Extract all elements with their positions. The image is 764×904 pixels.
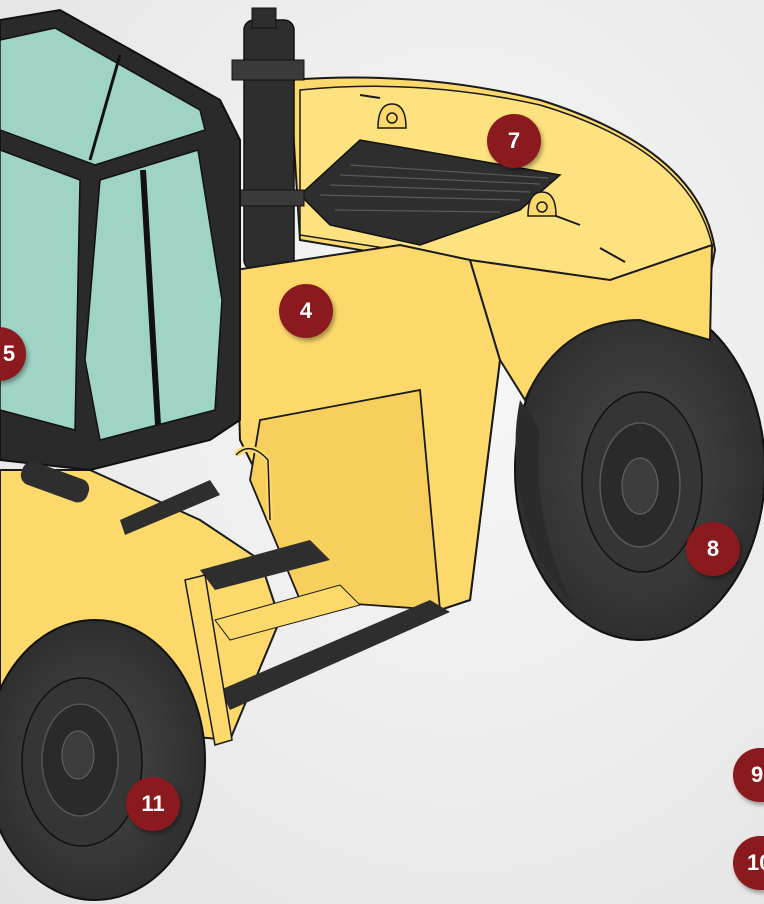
callout-11[interactable]: 11 bbox=[126, 777, 180, 831]
callout-5-label: 5 bbox=[2, 341, 16, 366]
step-box bbox=[249, 388, 441, 611]
access-steps bbox=[120, 480, 450, 710]
callout-11-label: 11 bbox=[141, 791, 165, 816]
callout-4-label: 4 bbox=[299, 298, 313, 323]
exhaust-stack bbox=[243, 19, 295, 271]
callout-10-label: 10 bbox=[747, 850, 764, 875]
callout-8-label: 8 bbox=[706, 536, 720, 561]
callout-7-label: 7 bbox=[507, 128, 521, 153]
callout-4[interactable]: 4 bbox=[279, 284, 333, 338]
rear-fender bbox=[468, 243, 714, 403]
cab-side-glass bbox=[0, 149, 81, 431]
cab-windshield bbox=[0, 27, 206, 166]
callout-9-label: 9 bbox=[751, 762, 764, 787]
ladder-post bbox=[184, 574, 233, 746]
callout-8[interactable]: 8 bbox=[686, 522, 740, 576]
lifting-eye-right bbox=[527, 191, 557, 217]
lifting-eye-left bbox=[377, 103, 407, 129]
callout-10[interactable]: 10 bbox=[733, 836, 764, 890]
front-wheel bbox=[0, 619, 206, 901]
callout-7[interactable]: 7 bbox=[487, 114, 541, 168]
cab-door-glass bbox=[84, 149, 223, 441]
